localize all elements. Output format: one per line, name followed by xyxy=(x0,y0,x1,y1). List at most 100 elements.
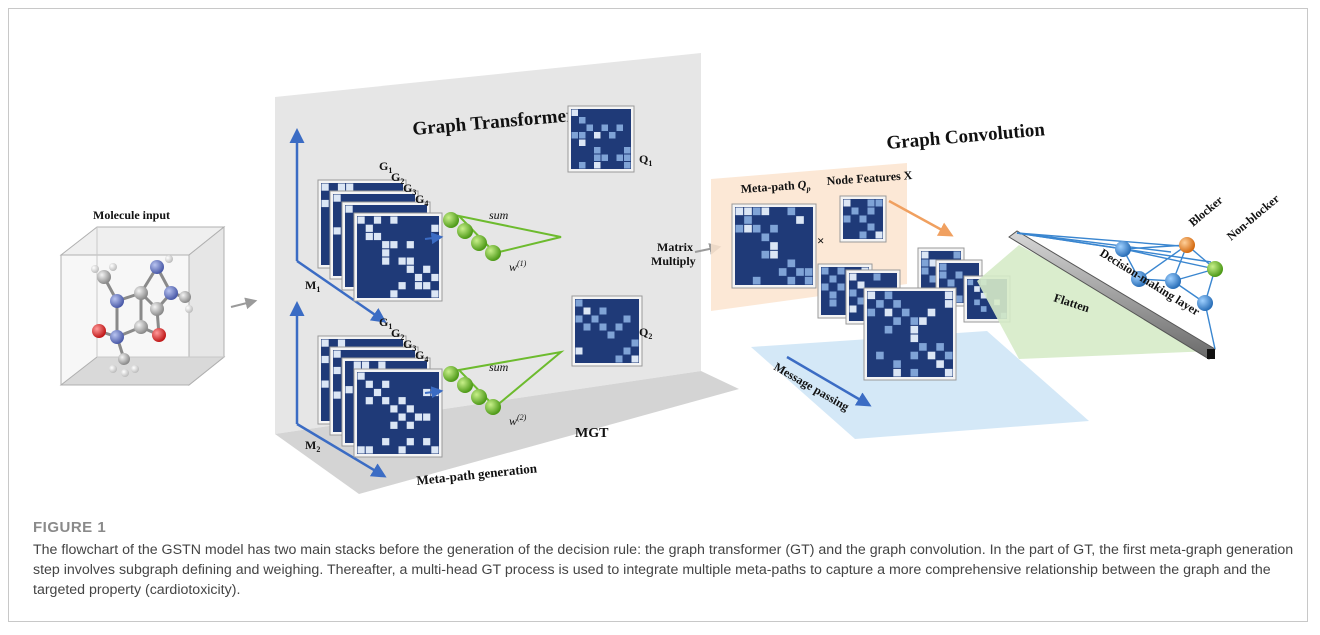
matrix-cell xyxy=(337,183,346,191)
arrow-to-weights-2 xyxy=(424,386,444,399)
matrix-cell xyxy=(829,299,837,307)
matrix-multiply-label: Matrix Multiply xyxy=(651,240,696,268)
matrix-cell xyxy=(390,405,398,413)
matrix-cell xyxy=(875,231,883,239)
gt-floor xyxy=(275,371,739,494)
non-blocker-node xyxy=(1207,261,1223,277)
matrix-cell xyxy=(944,300,953,308)
matrix-cell xyxy=(787,276,796,285)
q1-matrix xyxy=(567,105,635,173)
matrix-cell xyxy=(980,292,987,299)
matrix-cell xyxy=(884,308,893,317)
matrix-cell xyxy=(859,231,867,239)
matrix-cell xyxy=(910,368,919,377)
matrix-cell xyxy=(357,372,365,380)
matrix-cell xyxy=(735,207,744,216)
matrix-cell xyxy=(398,413,406,421)
matrix-cell xyxy=(955,271,963,279)
caption-text: The flowchart of the GSTN model has two … xyxy=(33,542,1294,598)
axis-m2 xyxy=(289,301,387,478)
matrix-cell xyxy=(373,232,382,241)
matrix-cell xyxy=(796,216,804,224)
matrix-cell xyxy=(843,215,851,223)
matrix-cell xyxy=(390,241,398,249)
matrix-cell xyxy=(944,368,953,377)
matrix-cell xyxy=(398,282,406,290)
matrix-cell xyxy=(884,325,893,334)
decision-node xyxy=(1131,271,1147,287)
figure-caption: FIGURE 1 The flowchart of the GSTN model… xyxy=(33,519,1303,600)
flatten-region xyxy=(977,245,1212,359)
g-matrix-stack-1 xyxy=(317,179,443,302)
blocker-node xyxy=(1179,237,1195,253)
figure-frame: Molecule input Graph Transformer M1 M2 G… xyxy=(8,8,1308,622)
matrix-cell xyxy=(382,397,390,405)
matrix-cell xyxy=(624,162,631,169)
matrix-cell xyxy=(575,299,583,307)
matrix-cell xyxy=(365,446,373,454)
matrix-cell xyxy=(910,325,919,334)
matrix-cell xyxy=(921,267,929,275)
matrix-cell xyxy=(583,323,591,331)
matrix-cell xyxy=(623,315,631,323)
matrix-cell xyxy=(921,251,929,259)
matrix-cell xyxy=(821,283,829,291)
matrix-cell xyxy=(616,154,623,161)
matrix-cell xyxy=(431,273,439,282)
matrix-cell xyxy=(321,380,329,388)
matrix-cell xyxy=(752,207,761,216)
matrix-cell xyxy=(744,216,752,224)
matrix-cell xyxy=(594,154,601,161)
matrix-cell xyxy=(365,397,373,405)
matrix-cell xyxy=(353,361,361,369)
matrix-cell xyxy=(333,227,341,235)
matrix-cell xyxy=(579,117,586,124)
matrix-cell xyxy=(859,215,867,223)
gc-title: Graph Convolution xyxy=(886,119,1047,154)
matrix-cell xyxy=(398,446,406,454)
matrix-cell xyxy=(876,351,884,360)
message-plane xyxy=(751,331,1089,439)
matrix-cell xyxy=(406,241,414,249)
matrix-cell xyxy=(398,257,406,265)
matrix-cell xyxy=(382,241,390,249)
sum-label-1: sum xyxy=(489,208,509,222)
matrix-cell xyxy=(601,124,608,131)
matrix-cell xyxy=(406,257,414,265)
matrix-cell xyxy=(927,308,936,317)
matrix-cell xyxy=(735,224,744,233)
axis-m1 xyxy=(289,128,387,323)
matrix-cell xyxy=(849,305,857,313)
matrix-cell xyxy=(575,347,583,355)
matrix-cell xyxy=(752,276,761,285)
matrix-cell xyxy=(770,224,778,233)
node-features-label: Node Features X xyxy=(826,168,913,188)
matrix-cell xyxy=(406,405,414,413)
matrix-cell xyxy=(875,199,883,207)
molecule-label: Molecule input xyxy=(93,208,170,222)
matrix-cell xyxy=(631,355,639,363)
matrix-cell xyxy=(770,250,778,259)
matrix-cell xyxy=(849,289,857,297)
matrix-cell xyxy=(867,207,875,215)
matrix-cell xyxy=(382,249,390,257)
matrix-cell xyxy=(321,355,329,364)
matrix-cell xyxy=(624,147,631,154)
matrix-cell xyxy=(944,351,953,360)
matrix-cell xyxy=(579,132,586,139)
matrix-cell xyxy=(761,250,770,259)
matrix-cell xyxy=(357,216,365,224)
gc-orange-arrow xyxy=(888,199,954,237)
matrix-cell xyxy=(346,183,354,191)
matrix-cell xyxy=(615,323,623,331)
matrix-cell xyxy=(893,368,901,377)
matrix-cell xyxy=(744,224,752,233)
meta-path-qp-matrix xyxy=(731,203,817,289)
matrix-cell xyxy=(761,233,770,242)
non-blocker-label: Non-blocker xyxy=(1224,191,1283,243)
matrix-cell xyxy=(910,317,919,325)
matrix-cell xyxy=(967,279,974,286)
matrix-cell xyxy=(337,339,346,347)
matrix-cell xyxy=(867,291,876,300)
matrix-cell xyxy=(624,154,631,161)
